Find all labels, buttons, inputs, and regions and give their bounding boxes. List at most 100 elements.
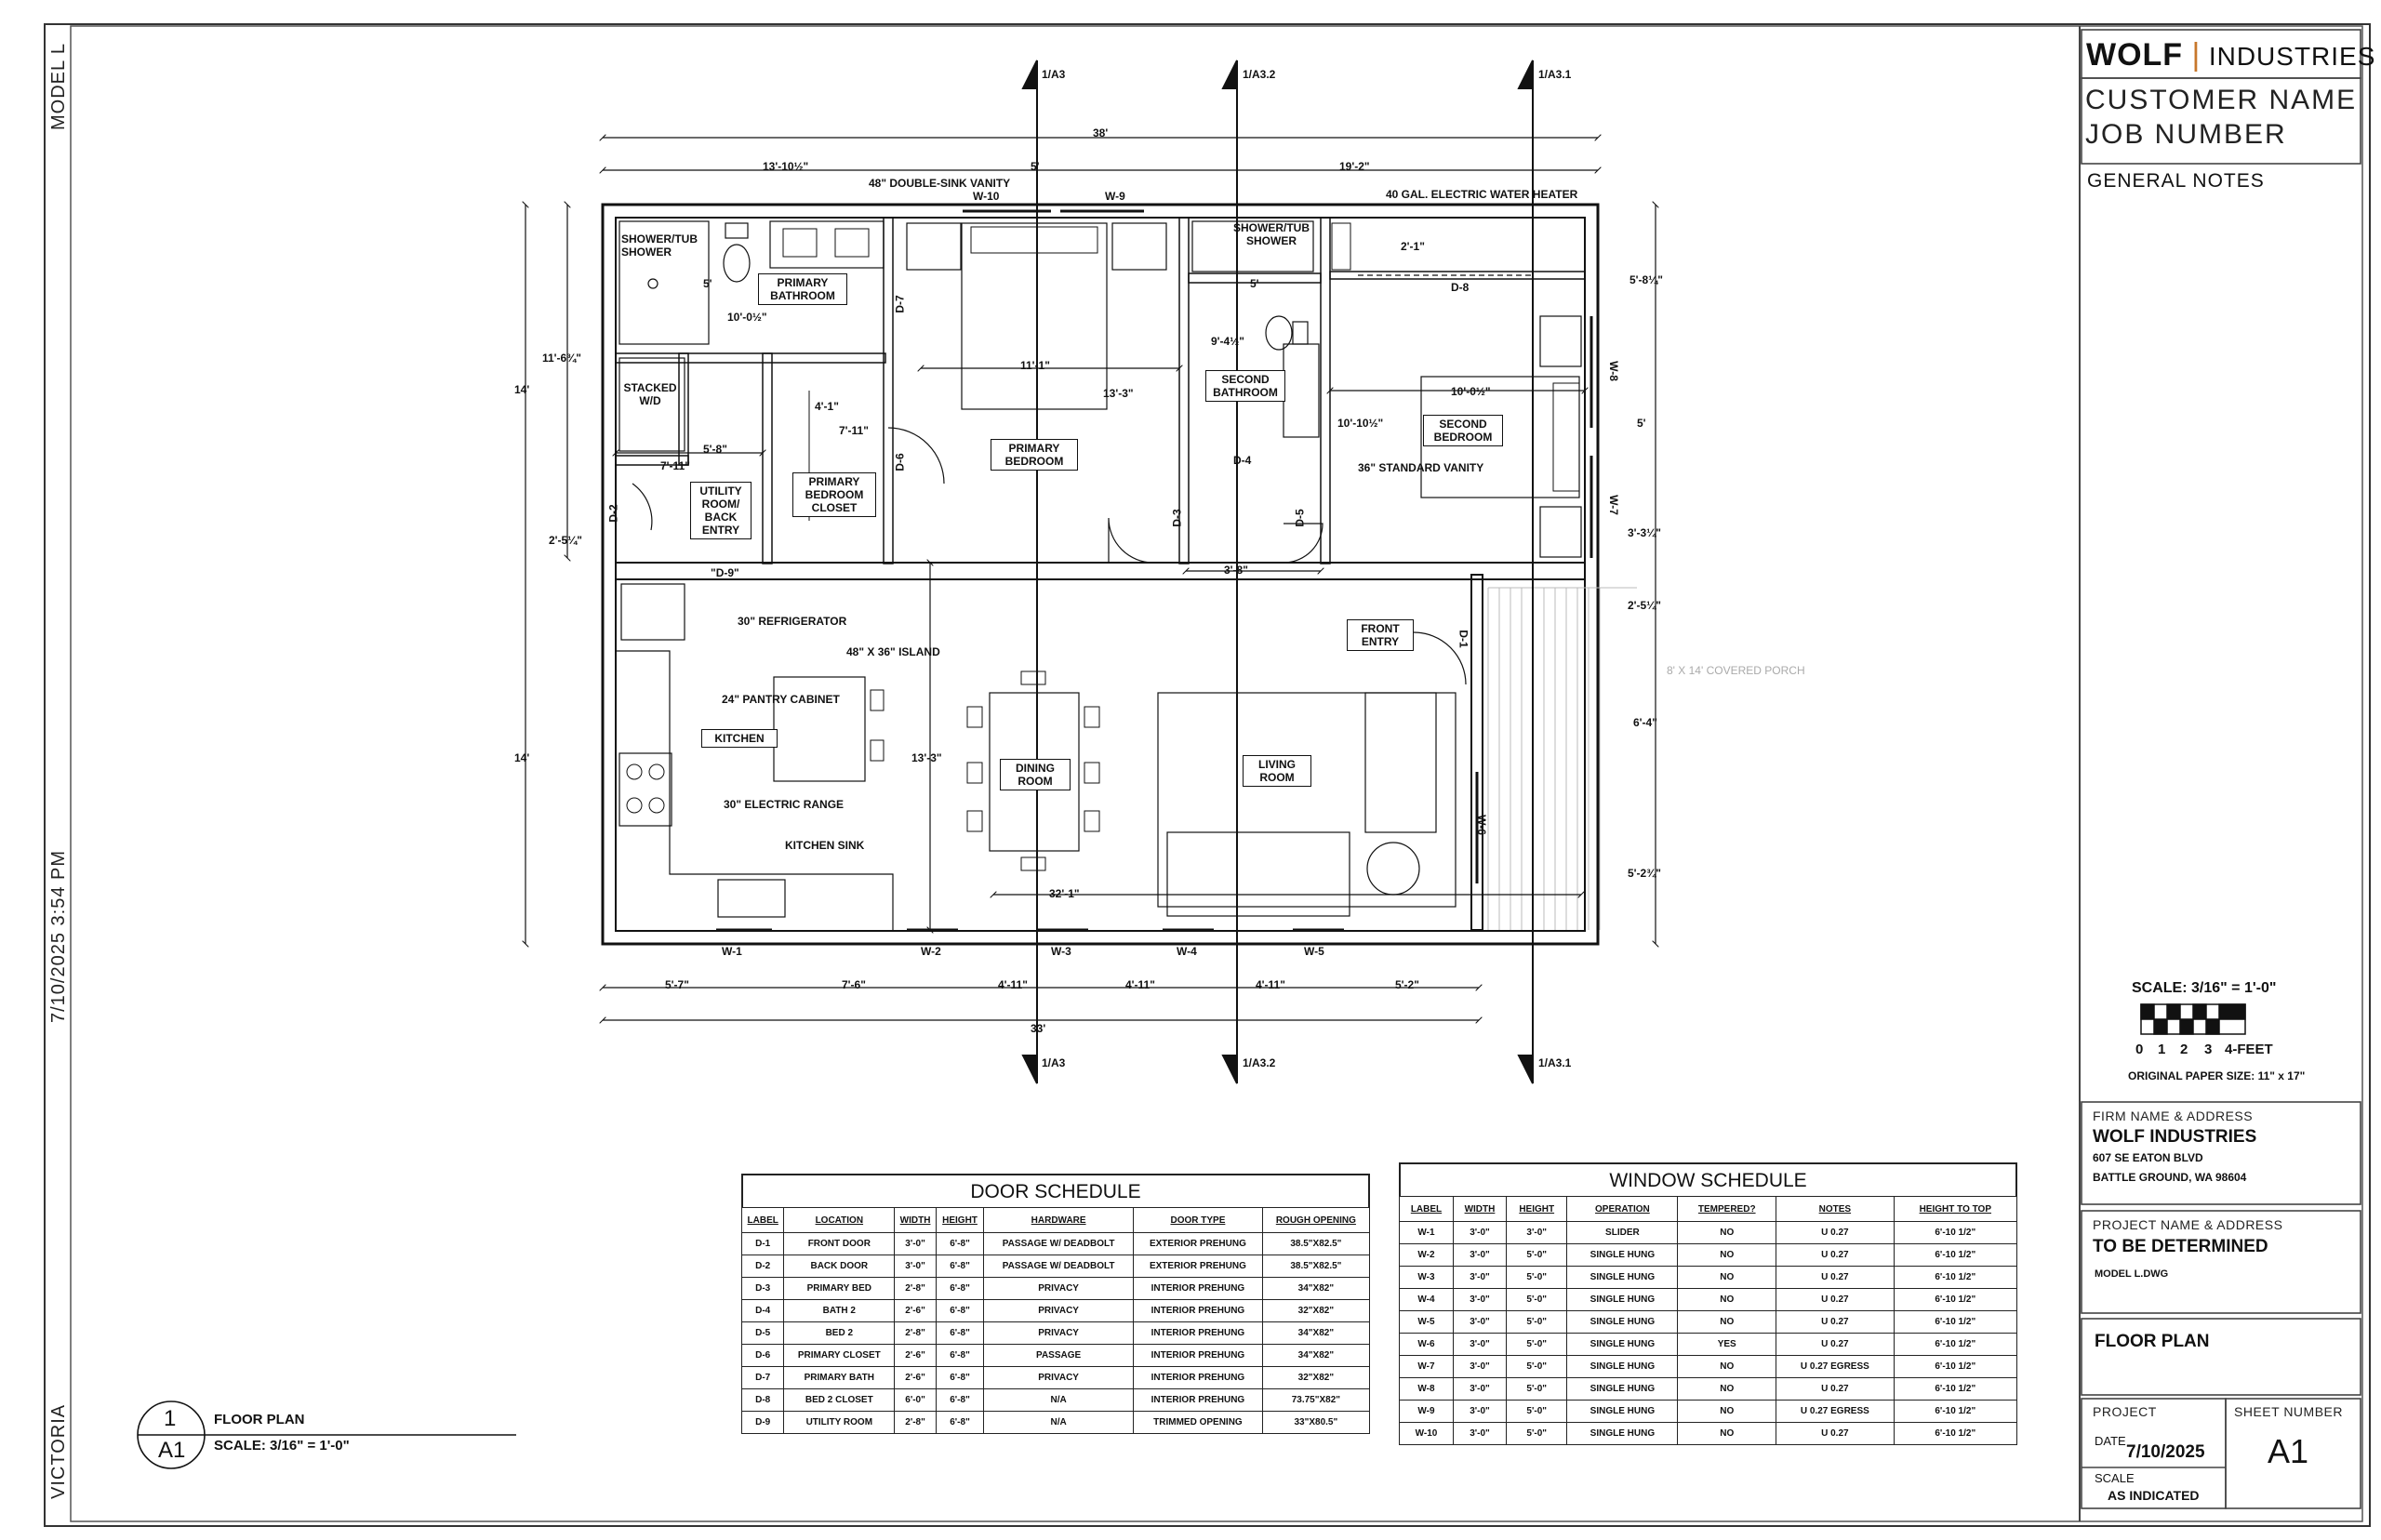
dim-interior: 9'-4½": [1211, 335, 1244, 348]
dim-interior: 5'-8": [703, 443, 727, 456]
door-schedule-cell: PASSAGE W/ DEADBOLT: [983, 1232, 1135, 1255]
window-schedule-cell: 6'-10 1/2": [1893, 1243, 2018, 1267]
window-schedule-cell: 3'-0": [1452, 1221, 1507, 1244]
door-schedule-cell: 2'-8": [894, 1277, 937, 1300]
view-sheet: A1: [158, 1438, 186, 1463]
callout: 36" STANDARD VANITY: [1358, 461, 1484, 474]
window-tag: W-3: [1051, 945, 1071, 958]
window-schedule-cell: SINGLE HUNG: [1566, 1377, 1679, 1401]
window-schedule-cell: W-4: [1399, 1288, 1454, 1311]
callout: 48" X 36" ISLAND: [846, 645, 940, 658]
window-schedule-cell: W-7: [1399, 1355, 1454, 1378]
dim-right: 5': [1637, 417, 1646, 430]
door-schedule-cell: D-6: [740, 1344, 785, 1367]
door-schedule-cell: 32"X82": [1261, 1366, 1371, 1389]
door-schedule-cell: 3'-0": [894, 1255, 937, 1278]
door-schedule-cell: D-5: [740, 1321, 785, 1345]
dim-interior: 3'-8": [1224, 564, 1248, 577]
callout: 30" REFRIGERATOR: [738, 615, 847, 628]
room-label: PRIMARY BEDROOM: [991, 439, 1078, 471]
dim-bottom: 4'-11": [1256, 978, 1285, 991]
door-tag: D-6: [893, 453, 907, 471]
window-schedule-cell: 6'-10 1/2": [1893, 1422, 2018, 1445]
firm-address-1: 607 SE EATON BLVD: [2093, 1151, 2203, 1164]
window-schedule-column-header: OPERATION: [1566, 1196, 1679, 1222]
door-schedule-title: DOOR SCHEDULE: [741, 1174, 1370, 1207]
dim-bottom: 4'-11": [1125, 978, 1155, 991]
paper-size-note: ORIGINAL PAPER SIZE: 11" x 17": [2128, 1069, 2306, 1082]
window-schedule-cell: SINGLE HUNG: [1566, 1333, 1679, 1356]
window-schedule-cell: U 0.27: [1776, 1243, 1895, 1267]
dim-interior: 5': [1250, 277, 1259, 290]
door-schedule-cell: INTERIOR PREHUNG: [1133, 1321, 1263, 1345]
door-schedule-cell: PRIVACY: [983, 1299, 1135, 1322]
window-schedule-cell: W-10: [1399, 1422, 1454, 1445]
window-schedule-cell: U 0.27: [1776, 1377, 1895, 1401]
door-schedule-cell: 34"X82": [1261, 1321, 1371, 1345]
section-mark: 1/A3.2: [1243, 68, 1276, 81]
section-mark: 1/A3.2: [1243, 1056, 1276, 1069]
window-schedule-cell: 3'-0": [1452, 1288, 1507, 1311]
dim-top: 13'-10½": [763, 160, 809, 173]
window-schedule-cell: NO: [1677, 1221, 1777, 1244]
window-schedule-cell: U 0.27 EGRESS: [1776, 1400, 1895, 1423]
door-schedule-column-header: WIDTH: [894, 1207, 937, 1233]
window-schedule-column-header: NOTES: [1776, 1196, 1895, 1222]
window-schedule-cell: 6'-10 1/2": [1893, 1221, 2018, 1244]
window-schedule-cell: 3'-0": [1452, 1243, 1507, 1267]
section-mark: 1/A3.1: [1538, 68, 1572, 81]
door-schedule-cell: N/A: [983, 1388, 1135, 1412]
door-schedule-cell: EXTERIOR PREHUNG: [1133, 1232, 1263, 1255]
window-tag: W-10: [973, 190, 1000, 203]
scale-tick: 4-FEET: [2225, 1042, 2273, 1057]
job-number: JOB NUMBER: [2085, 119, 2287, 150]
door-schedule-cell: 6'-8": [935, 1255, 985, 1278]
dim-interior: 10'-10½": [1337, 417, 1384, 430]
window-schedule-cell: 5'-0": [1505, 1266, 1568, 1289]
dim-top: 38': [1093, 126, 1109, 139]
dim-interior: 10'-0½": [727, 311, 767, 324]
door-tag: D-2: [606, 504, 620, 523]
scale-tick: 0: [2135, 1042, 2144, 1057]
window-schedule-cell: YES: [1677, 1333, 1777, 1356]
date-value: 7/10/2025: [2126, 1442, 2205, 1462]
door-tag: D-4: [1233, 454, 1252, 467]
project-label: PROJECT NAME & ADDRESS: [2093, 1217, 2283, 1232]
callout: "D-9": [711, 566, 739, 579]
door-schedule-cell: PASSAGE: [983, 1344, 1135, 1367]
door-schedule-cell: D-9: [740, 1411, 785, 1434]
room-label: PRIMARY BEDROOM CLOSET: [792, 472, 876, 517]
window-schedule-column-header: LABEL: [1399, 1196, 1454, 1222]
window-tag: W-2: [921, 945, 941, 958]
window-schedule-cell: U 0.27: [1776, 1288, 1895, 1311]
door-schedule-cell: BACK DOOR: [783, 1255, 896, 1278]
window-schedule-cell: W-8: [1399, 1377, 1454, 1401]
door-schedule-cell: 6'-0": [894, 1388, 937, 1412]
door-schedule-cell: BED 2 CLOSET: [783, 1388, 896, 1412]
door-tag: D-7: [893, 295, 907, 313]
window-schedule-cell: 3'-0": [1452, 1400, 1507, 1423]
door-schedule-cell: BATH 2: [783, 1299, 896, 1322]
window-schedule-cell: U 0.27: [1776, 1333, 1895, 1356]
dim-bottom: 7'-6": [842, 978, 866, 991]
section-mark: 1/A3.1: [1538, 1056, 1572, 1069]
window-schedule-cell: 3'-0": [1452, 1310, 1507, 1334]
dim-left: 11'-6¾": [542, 352, 581, 365]
firm-address-2: BATTLE GROUND, WA 98604: [2093, 1171, 2247, 1184]
window-schedule-cell: 6'-10 1/2": [1893, 1288, 2018, 1311]
window-schedule-cell: NO: [1677, 1288, 1777, 1311]
dim-interior: 11'-1": [1020, 359, 1050, 372]
dim-left: 14': [514, 751, 530, 764]
window-schedule-cell: W-9: [1399, 1400, 1454, 1423]
dim-bottom: 4'-11": [998, 978, 1028, 991]
window-schedule-cell: W-1: [1399, 1221, 1454, 1244]
window-schedule-cell: SLIDER: [1566, 1221, 1679, 1244]
